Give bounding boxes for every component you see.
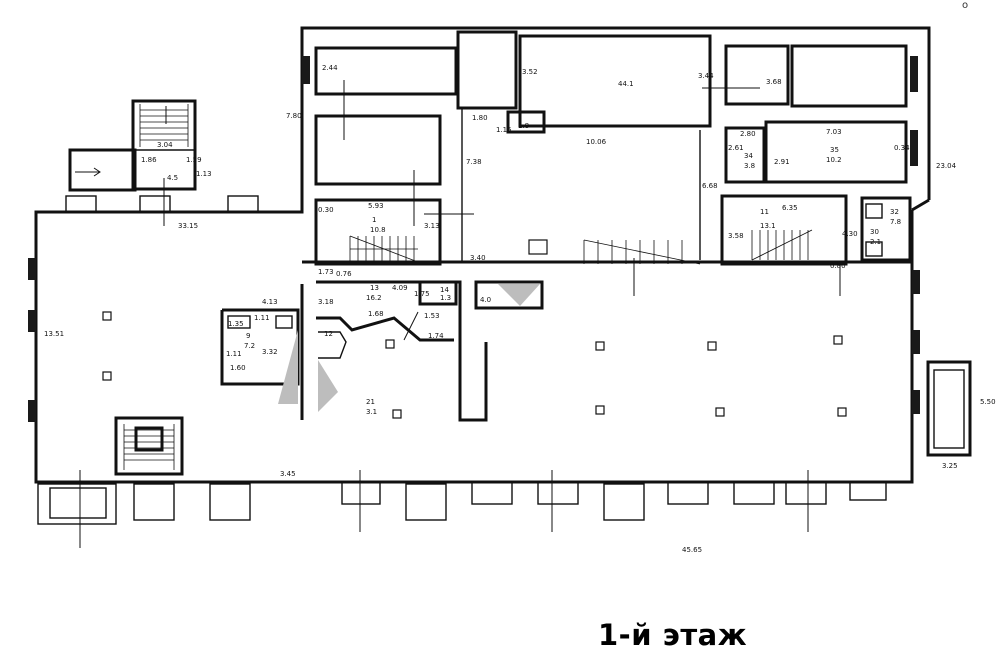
dim-label: 1.86 <box>141 156 157 164</box>
dim-label: 1 <box>372 216 376 224</box>
dim-label: 7.38 <box>466 158 482 166</box>
dim-label: 45.65 <box>682 546 702 554</box>
dim-label: 30 <box>870 228 879 236</box>
left-bottom-stair <box>114 416 184 476</box>
dim-label: 34 <box>744 152 753 160</box>
dim-label: 3.8 <box>744 162 755 170</box>
dim-label: 23.04 <box>936 162 957 170</box>
dim-label: 6.35 <box>782 204 798 212</box>
dim-label: 0.34 <box>894 144 910 152</box>
stair-rooms <box>314 194 912 266</box>
dim-label: 7.80 <box>286 112 302 120</box>
dim-label: 16.2 <box>366 294 382 302</box>
dim-label: 7.8 <box>890 218 901 226</box>
middle-band <box>220 260 912 422</box>
dim-label: 3.52 <box>522 68 538 76</box>
dim-label: 4.09 <box>392 284 408 292</box>
dim-label: 3.1 <box>366 408 377 416</box>
dim-label: 10.06 <box>586 138 607 146</box>
dim-label: 4.5 <box>167 174 178 182</box>
dim-label: 2.91 <box>774 158 790 166</box>
dim-label: 7.2 <box>244 342 255 350</box>
dim-label: 3.40 <box>470 254 486 262</box>
dim-label: 2.61 <box>728 144 744 152</box>
dim-label: 33.15 <box>178 222 198 230</box>
dim-label: 3.58 <box>728 232 744 240</box>
dim-label: 35 <box>830 146 839 154</box>
dim-label: 1.59 <box>186 156 202 164</box>
floor-title: 1-й этаж <box>598 618 748 652</box>
dim-label: 13 <box>370 284 379 292</box>
dim-label: 10.2 <box>826 156 842 164</box>
dim-label: 1.13 <box>196 170 212 178</box>
dim-label: 2.44 <box>322 64 338 72</box>
outer-walls <box>34 26 972 525</box>
dim-label: 1.74 <box>428 332 444 340</box>
columns <box>102 239 847 419</box>
dim-label: 11 <box>760 208 769 216</box>
dim-label: 10.8 <box>370 226 386 234</box>
dim-label: 2.1 <box>870 238 881 246</box>
dim-label: 7.03 <box>826 128 842 136</box>
dim-label: 2.80 <box>740 130 756 138</box>
dim-label: 32 <box>890 208 899 216</box>
entry-arrows <box>79 80 841 548</box>
dim-label: 3.32 <box>262 348 278 356</box>
dim-label: 1.11 <box>226 350 242 358</box>
dim-label: 14 <box>440 286 449 294</box>
dim-label: 3.13 <box>424 222 440 230</box>
dim-label: 0.76 <box>336 270 352 278</box>
hatched-stairs <box>278 284 540 412</box>
dim-label: 5.50 <box>980 398 996 406</box>
dim-label: 3.44 <box>698 72 714 80</box>
dim-label: 21 <box>366 398 375 406</box>
upper-rooms <box>314 30 908 262</box>
dim-label: 3.25 <box>942 462 958 470</box>
dim-label: 4.0 <box>480 296 491 304</box>
dim-label: 1.80 <box>472 114 488 122</box>
dim-label: 3.18 <box>318 298 334 306</box>
dim-label: 1.35 <box>228 320 244 328</box>
dim-label: 1.53 <box>424 312 440 320</box>
dim-label: 1.60 <box>230 364 246 372</box>
dim-label: 44.1 <box>618 80 634 88</box>
dim-label: 3.04 <box>157 141 173 149</box>
dim-label: 12 <box>324 330 333 338</box>
dim-label: 6.68 <box>702 182 718 190</box>
dim-label: 1.68 <box>368 310 384 318</box>
dim-label: 1.3 <box>440 294 451 302</box>
dim-label: 0.30 <box>318 206 334 214</box>
dim-label: 5.93 <box>368 202 384 210</box>
dim-label: 9 <box>246 332 250 340</box>
dim-label: 13.1 <box>760 222 776 230</box>
dim-label: 4.30 <box>842 230 858 238</box>
dim-label: 1.15 <box>496 126 512 134</box>
dimension-labels: 3.04 1.86 1.59 1.13 4.5 33.15 13.51 2.44… <box>44 64 996 554</box>
dim-label: 3.45 <box>280 470 296 478</box>
left-windows <box>28 56 920 422</box>
dim-label: 3.68 <box>766 78 782 86</box>
dim-label: 0.80 <box>830 262 846 270</box>
dim-label: 1.11 <box>254 314 270 322</box>
dim-label: 13.51 <box>44 330 64 338</box>
dim-label: 1.73 <box>318 268 334 276</box>
corner-mark: o <box>962 0 969 11</box>
dim-label: 4.13 <box>262 298 278 306</box>
dim-label: 1.8 <box>518 122 529 130</box>
dim-label: 1.75 <box>414 290 430 298</box>
